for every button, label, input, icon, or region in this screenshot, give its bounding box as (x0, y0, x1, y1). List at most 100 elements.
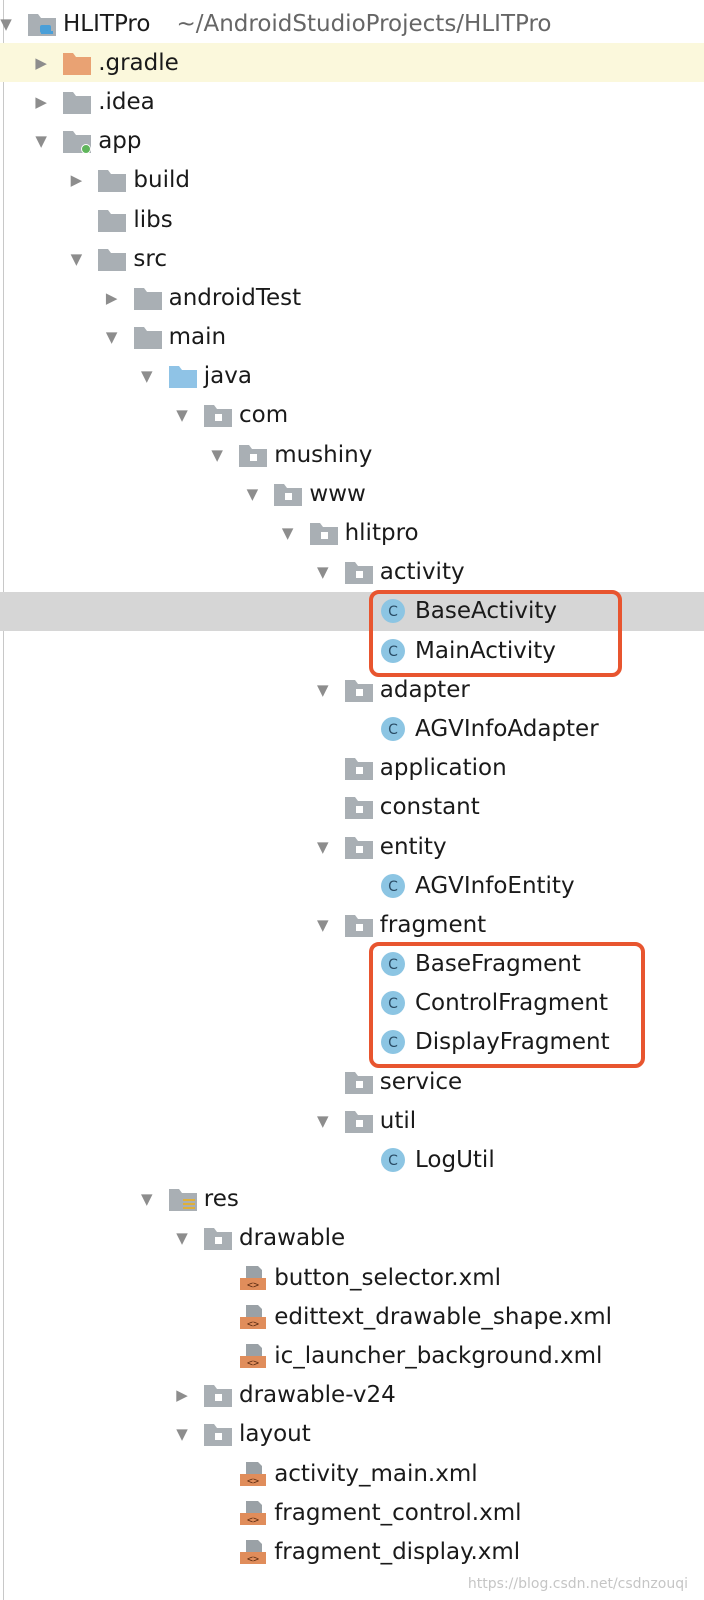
tree-item-label: edittext_drawable_shape.xml (274, 1303, 613, 1330)
tree-item-fragment-display-xml[interactable]: <> fragment_display.xml (0, 1532, 704, 1571)
svg-text:C: C (388, 604, 398, 620)
svg-text:<>: <> (247, 1358, 259, 1369)
tree-item-layout[interactable]: ▼ layout (0, 1415, 704, 1454)
package-icon (344, 559, 374, 585)
tree-item-gradle[interactable]: ▶.gradle (0, 43, 704, 83)
expand-arrow-icon[interactable]: ▼ (141, 367, 153, 386)
tree-item-edittext-drawable-shape-xml[interactable]: <> edittext_drawable_shape.xml (0, 1297, 704, 1336)
tree-item-label: layout (239, 1421, 311, 1448)
tree-item-label: .idea (98, 88, 155, 115)
expand-arrow-icon[interactable]: ▼ (176, 406, 188, 425)
tree-item-label: res (203, 1186, 239, 1213)
class-icon: C (379, 951, 409, 977)
tree-item-build[interactable]: ▶ build (0, 161, 704, 200)
tree-item-label: adapter (379, 676, 470, 703)
tree-item-service[interactable]: service (0, 1062, 704, 1101)
package-icon (309, 520, 339, 546)
tree-item-java[interactable]: ▼ java (0, 357, 704, 396)
expand-arrow-icon[interactable]: ▼ (141, 1190, 153, 1209)
tree-item-androidtest[interactable]: ▶ androidTest (0, 278, 704, 317)
expand-arrow-icon[interactable]: ▼ (35, 132, 47, 151)
collapse-arrow-icon[interactable]: ▶ (35, 53, 47, 72)
panel-left-border (3, 0, 4, 1600)
tree-item-www[interactable]: ▼www (0, 474, 704, 513)
class-icon: C (379, 990, 409, 1016)
tree-item-label: fragment_display.xml (274, 1538, 521, 1565)
tree-item-ic-launcher-background-xml[interactable]: <>ic_launcher_background.xml (0, 1336, 704, 1375)
tree-item-hlitpro-package[interactable]: ▼hlitpro (0, 513, 704, 552)
expand-arrow-icon[interactable]: ▼ (105, 328, 118, 347)
tree-item-label: src (133, 245, 167, 272)
tree-item-application[interactable]: application (0, 749, 704, 788)
expand-arrow-icon[interactable]: ▼ (0, 14, 12, 33)
tree-item-res[interactable]: ▼ res (0, 1180, 704, 1219)
tree-item-label: AGVInfoEntity (415, 872, 575, 899)
class-icon: C (379, 1147, 409, 1173)
tree-item-constant[interactable]: constant (0, 788, 704, 827)
package-icon (203, 1382, 233, 1408)
folder-icon (133, 285, 163, 311)
tree-item-main[interactable]: ▼main (0, 318, 704, 357)
tree-item-label: mushiny (274, 441, 373, 468)
expand-arrow-icon[interactable]: ▼ (281, 524, 294, 543)
class-icon: C (379, 873, 409, 899)
expand-arrow-icon[interactable]: ▼ (211, 445, 223, 464)
collapse-arrow-icon[interactable]: ▶ (176, 1386, 188, 1405)
expand-arrow-icon[interactable]: ▼ (176, 1229, 188, 1248)
tree-item-label: HLITPro (63, 10, 151, 37)
collapse-arrow-icon[interactable]: ▶ (70, 171, 83, 190)
tree-item-fragment[interactable]: ▼fragment (0, 905, 704, 944)
xml-file-icon: <> (238, 1539, 268, 1565)
class-icon: C (379, 598, 409, 624)
tree-item-button-selector-xml[interactable]: <>button_selector.xml (0, 1258, 704, 1297)
expand-arrow-icon[interactable]: ▼ (317, 1111, 329, 1130)
tree-item-idea[interactable]: ▶ .idea (0, 82, 704, 121)
tree-item-drawable[interactable]: ▼ drawable (0, 1219, 704, 1258)
svg-text:C: C (388, 996, 398, 1012)
tree-item-mushiny[interactable]: ▼ mushiny (0, 435, 704, 474)
expand-arrow-icon[interactable]: ▼ (317, 837, 329, 856)
package-icon (344, 912, 374, 938)
collapse-arrow-icon[interactable]: ▶ (105, 288, 118, 307)
tree-item-label: BaseActivity (415, 598, 558, 625)
tree-item-com[interactable]: ▼ com (0, 396, 704, 435)
expand-arrow-icon[interactable]: ▼ (176, 1425, 188, 1444)
package-icon (344, 1069, 374, 1095)
tree-item-label: java (203, 363, 252, 390)
package-icon (344, 1108, 374, 1134)
tree-item-util[interactable]: ▼util (0, 1101, 704, 1140)
expand-arrow-icon[interactable]: ▼ (317, 563, 329, 582)
tree-item-entity[interactable]: ▼entity (0, 827, 704, 866)
tree-item-label: build (133, 167, 190, 194)
tree-item-activity-main-xml[interactable]: <>activity_main.xml (0, 1454, 704, 1493)
tree-item-label: com (239, 402, 289, 429)
tree-item-label: androidTest (168, 284, 302, 311)
expand-arrow-icon[interactable]: ▼ (246, 484, 259, 503)
svg-text:<>: <> (247, 1319, 259, 1330)
tree-item-adapter[interactable]: ▼ adapter (0, 670, 704, 709)
tree-item-fragment-control-xml[interactable]: <>fragment_control.xml (0, 1493, 704, 1532)
expand-arrow-icon[interactable]: ▼ (317, 680, 329, 699)
expand-arrow-icon[interactable]: ▼ (70, 249, 83, 268)
tree-item-hlitpro[interactable]: ▼HLITPro~/AndroidStudioProjects/HLITPro (0, 4, 704, 43)
collapse-arrow-icon[interactable]: ▶ (35, 92, 47, 111)
xml-file-icon: <> (238, 1265, 268, 1291)
tree-item-app[interactable]: ▼app (0, 122, 704, 161)
svg-text:<>: <> (247, 1554, 259, 1565)
tree-item-label: drawable (239, 1225, 346, 1252)
tree-item-activity[interactable]: ▼activity (0, 553, 704, 592)
tree-item-baseactivity[interactable]: C BaseActivity (0, 591, 704, 631)
tree-item-src[interactable]: ▼ src (0, 239, 704, 278)
tree-item-libs[interactable]: libs (0, 200, 704, 239)
expand-arrow-icon[interactable]: ▼ (317, 915, 329, 934)
tree-item-drawable-v24[interactable]: ▶drawable-v24 (0, 1376, 704, 1415)
class-icon: C (379, 1029, 409, 1055)
tree-item-label: activity_main.xml (274, 1460, 478, 1487)
